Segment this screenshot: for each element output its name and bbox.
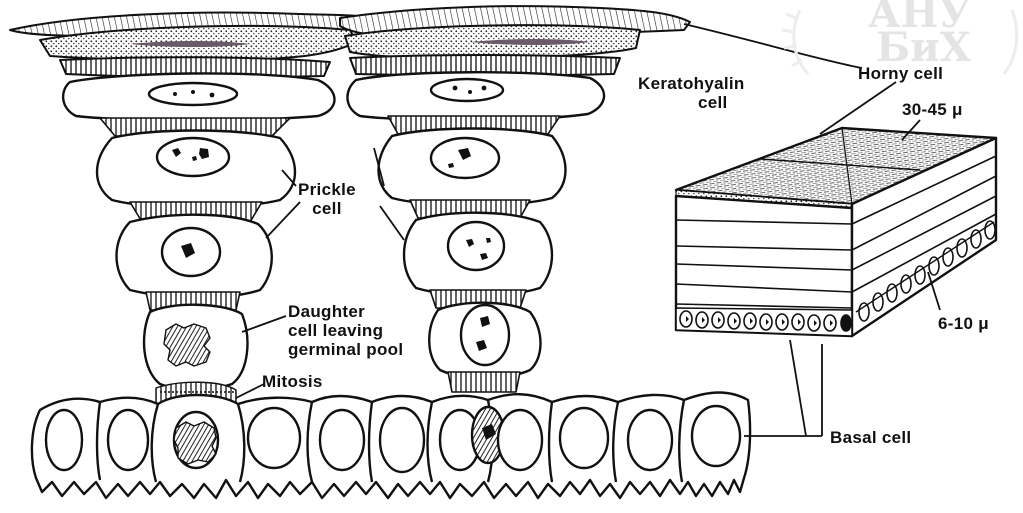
label-keratohyalin-cell: Keratohyalin cell [638,74,745,112]
label-basal-cell: Basal cell [830,428,911,447]
label-thickness-side: 6-10 μ [938,314,989,333]
horny-layer [10,6,690,77]
label-thickness-top: 30-45 μ [902,100,963,119]
label-daughter-line-1: Daughter [288,302,403,321]
label-prickle-line-1: Prickle [298,180,356,199]
label-daughter-cell: Daughter cell leaving germinal pool [288,302,403,359]
label-daughter-line-2: cell leaving [288,321,403,340]
label-prickle-cell: Prickle cell [298,180,356,218]
skin-block-3d [676,128,996,336]
label-prickle-line-2: cell [298,199,356,218]
label-keratohyalin-line-1: Keratohyalin [638,74,745,93]
label-mitosis: Mitosis [262,372,323,391]
label-daughter-line-3: germinal pool [288,340,403,359]
label-keratohyalin-line-2: cell [638,93,745,112]
watermark-line-2: БиХ [876,28,971,68]
basal-cell-row [32,393,750,499]
label-horny-cell: Horny cell [858,64,943,83]
